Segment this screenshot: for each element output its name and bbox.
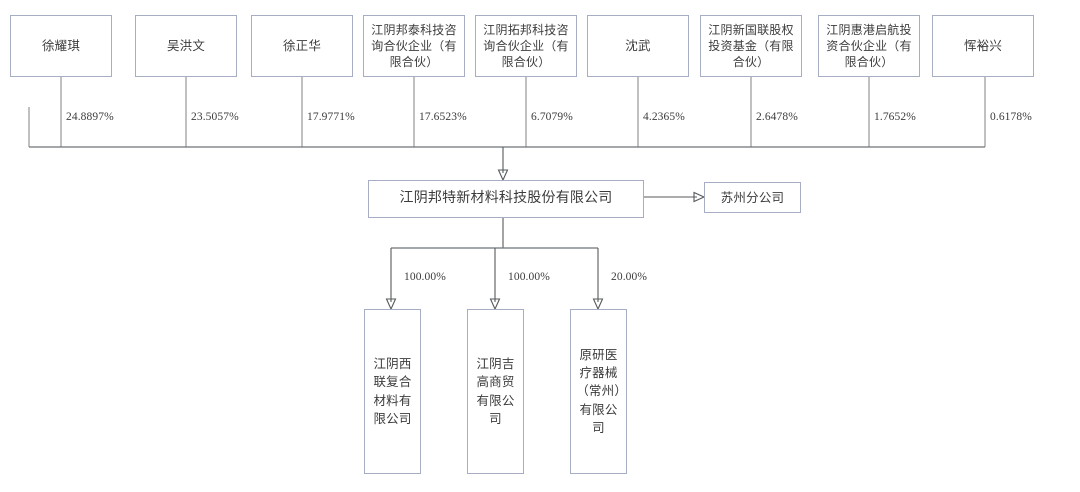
shareholder-box-1[interactable]: 徐耀琪 [10,15,112,77]
shareholder-box-3[interactable]: 徐正华 [251,15,353,77]
shareholder-name: 江阴惠港启航投资合伙企业（有限合伙） [826,22,912,70]
subsidiary-box-1[interactable]: 江阴西联复合材料有限公司 [364,309,421,474]
shareholder-name: 江阴新国联股权投资基金（有限合伙） [708,22,794,70]
ownership-percent-6: 4.2365% [643,111,685,123]
ownership-percent-1: 24.8897% [66,111,114,123]
shareholder-name: 恽裕兴 [963,39,1003,53]
ownership-percent-5: 6.7079% [531,111,573,123]
shareholder-name: 江阴拓邦科技咨询合伙企业（有限合伙） [483,22,569,70]
issuer-box[interactable]: 江阴邦特新材料科技股份有限公司 [368,180,644,218]
shareholder-box-2[interactable]: 吴洪文 [135,15,237,77]
shareholder-name: 沈武 [625,39,651,53]
shareholder-box-6[interactable]: 沈武 [587,15,689,77]
shareholder-box-8[interactable]: 江阴惠港启航投资合伙企业（有限合伙） [818,15,920,77]
shareholder-box-4[interactable]: 江阴邦泰科技咨询合伙企业（有限合伙） [363,15,465,77]
shareholder-name: 徐耀琪 [41,39,81,53]
ownership-percent-8: 1.7652% [874,111,916,123]
shareholder-box-5[interactable]: 江阴拓邦科技咨询合伙企业（有限合伙） [475,15,577,77]
subsidiary-name: 江阴西联复合材料有限公司 [373,357,412,426]
subsidiary-name: 原研医疗器械（常州）有限公司 [576,348,621,435]
branch-name: 苏州分公司 [720,190,785,205]
subsidiary-percent-2: 100.00% [508,271,550,283]
subsidiary-percent-1: 100.00% [404,271,446,283]
ownership-percent-7: 2.6478% [756,111,798,123]
ownership-percent-3: 17.9771% [307,111,355,123]
subsidiary-box-3[interactable]: 原研医疗器械（常州）有限公司 [570,309,627,474]
ownership-percent-9: 0.6178% [990,111,1032,123]
shareholder-name: 江阴邦泰科技咨询合伙企业（有限合伙） [371,22,457,70]
shareholder-box-7[interactable]: 江阴新国联股权投资基金（有限合伙） [700,15,802,77]
subsidiary-percent-3: 20.00% [611,271,648,283]
subsidiary-box-2[interactable]: 江阴吉高商贸有限公司 [467,309,524,474]
issuer-name: 江阴邦特新材料科技股份有限公司 [399,191,613,207]
subsidiary-name: 江阴吉高商贸有限公司 [476,357,515,426]
branch-box[interactable]: 苏州分公司 [704,182,801,213]
shareholder-name: 徐正华 [282,39,322,53]
shareholder-box-9[interactable]: 恽裕兴 [932,15,1034,77]
ownership-percent-4: 17.6523% [419,111,467,123]
ownership-percent-2: 23.5057% [191,111,239,123]
shareholder-name: 吴洪文 [166,39,206,53]
